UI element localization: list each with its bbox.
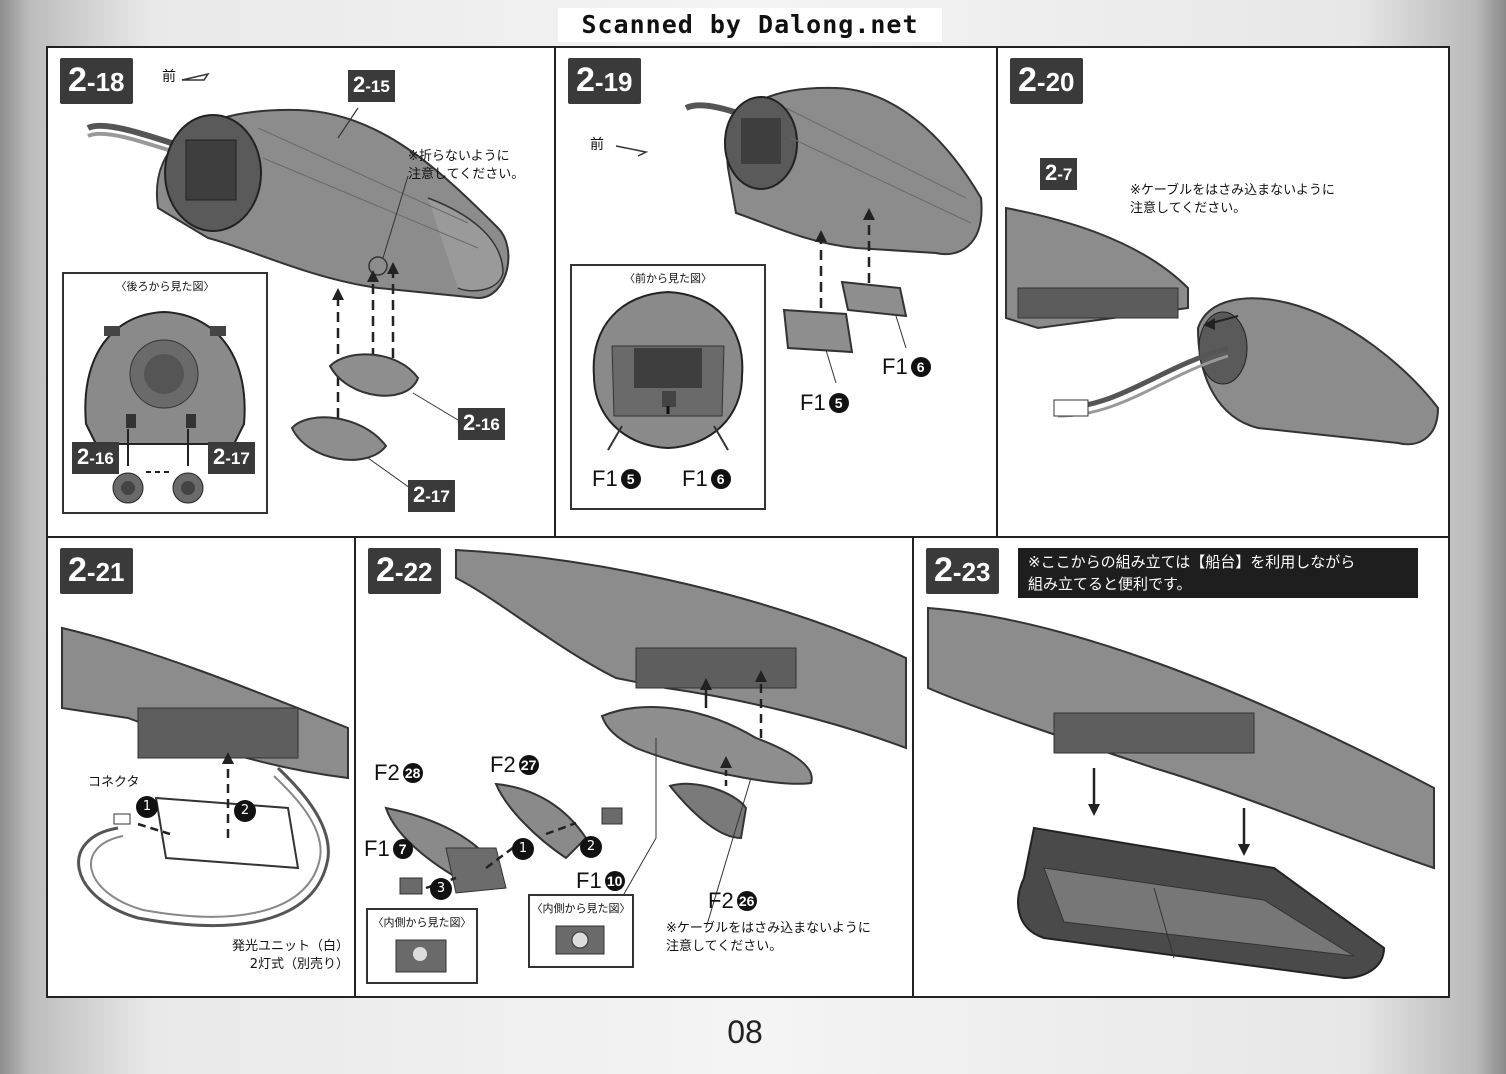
step-marker-2: 2 xyxy=(234,800,256,822)
step-number: 2-21 xyxy=(60,548,133,594)
inset-caption: 〈内側から見た図〉 xyxy=(531,902,631,915)
engine-illustration xyxy=(86,72,510,489)
warning-note: ※ケーブルをはさみ込まないように 注意してください。 xyxy=(1130,183,1335,216)
warning-note: ※ケーブルをはさみ込まないように 注意してください。 xyxy=(666,921,871,954)
part-tag-2-15: 2-15 xyxy=(348,70,395,102)
front-direction-label: 前 xyxy=(162,69,176,85)
inner-view-part-b xyxy=(555,925,605,955)
step-marker-3: 3 xyxy=(430,878,452,900)
step-number: 2-22 xyxy=(368,548,441,594)
rear-view-inset: 〈後ろから見た図〉 2-16 2-17 xyxy=(62,272,268,514)
hull-parts-illustration xyxy=(384,548,907,929)
step-marker-1: 1 xyxy=(136,796,158,818)
front-view-illustration xyxy=(592,290,744,451)
stand-tip-banner: ※ここからの組み立ては【船台】を利用しながら 組み立てると便利です。 xyxy=(1018,548,1418,598)
inset-tag-2-17: 2-17 xyxy=(208,442,255,474)
step-number: 2-19 xyxy=(568,58,641,104)
inset-tag-2-16: 2-16 xyxy=(72,442,119,474)
inset-caption: 〈内側から見た図〉 xyxy=(372,916,472,929)
panel-step-2-21: 2-21 コネクタ 1 2 発光ユニット（白） 2灯式（別売り） xyxy=(46,536,356,998)
step-number: 2-20 xyxy=(1010,58,1083,104)
warning-note: ※折らないように 注意してください。 xyxy=(408,149,525,182)
part-tag-2-17: 2-17 xyxy=(408,480,455,512)
step-number: 2-23 xyxy=(926,548,999,594)
step-number: 2-18 xyxy=(60,58,133,104)
rear-view-illustration xyxy=(84,310,246,504)
inner-view-inset-b: 〈内側から見た図〉 xyxy=(528,894,634,968)
inner-view-part-a xyxy=(395,939,447,973)
hull-on-stand-illustration xyxy=(927,606,1435,980)
front-direction-label: 前 xyxy=(590,137,604,153)
step-marker-1: 1 xyxy=(512,838,534,860)
panel-step-2-20: 2-20 2-7 ※ケーブルをはさみ込まないように 注意してください。 xyxy=(996,46,1450,538)
inner-view-inset-a: 〈内側から見た図〉 xyxy=(366,908,478,984)
scanner-watermark: Scanned by Dalong.net xyxy=(558,8,942,42)
panel-step-2-23: 2-23 ※ここからの組み立ては【船台】を利用しながら 組み立てると便利です。 xyxy=(912,536,1450,998)
light-unit-note: 発光ユニット（白） 2灯式（別売り） xyxy=(232,939,350,972)
page-number: 08 xyxy=(727,1014,763,1050)
inset-caption: 〈後ろから見た図〉 xyxy=(115,280,215,293)
part-tag-2-16: 2-16 xyxy=(458,408,505,440)
light-unit-illustration xyxy=(61,626,349,927)
hull-and-engine-illustration xyxy=(1005,206,1440,446)
step-marker-2: 2 xyxy=(580,836,602,858)
panel-step-2-18: 2-18 前 2-15 ※折らないように 注意してください。 2-16 2-17… xyxy=(46,46,556,538)
inset-caption: 〈前から見た図〉 xyxy=(624,272,712,285)
connector-label: コネクタ xyxy=(88,775,140,790)
part-tag-2-7: 2-7 xyxy=(1040,158,1078,190)
engine-illustration xyxy=(615,86,983,384)
